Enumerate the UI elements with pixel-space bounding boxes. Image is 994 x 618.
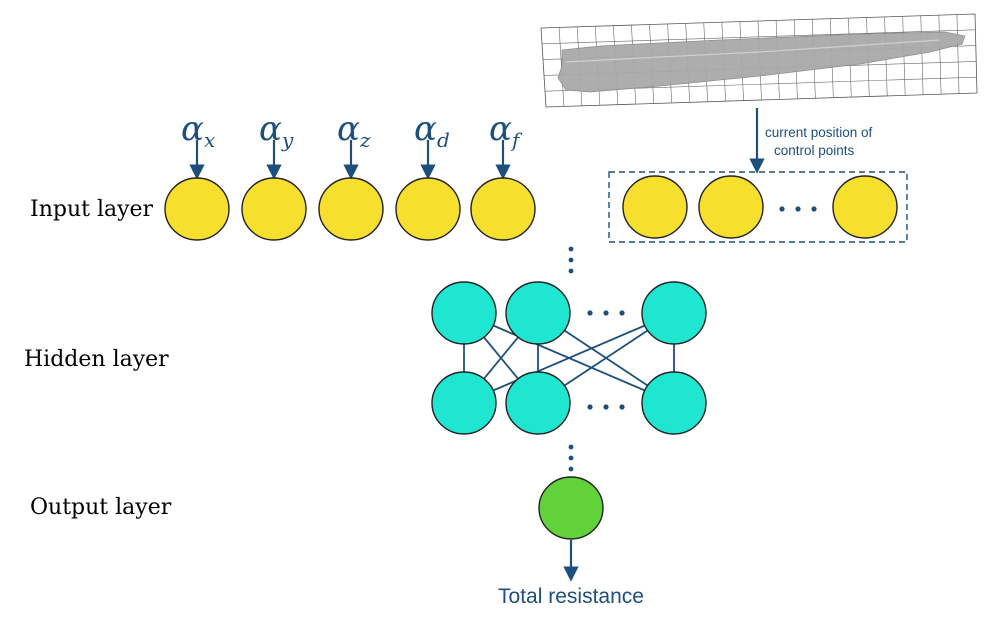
- output-label: Total resistance: [498, 585, 644, 608]
- vertical-ellipsis-hidden-output: [568, 444, 574, 472]
- ship-hull-ffd-lattice-icon: [540, 13, 978, 108]
- control-point-node: [622, 175, 688, 239]
- output-node: [538, 476, 604, 540]
- input-subscript: f: [510, 128, 523, 152]
- input-node: [395, 177, 461, 241]
- hidden-nodes: [431, 281, 707, 435]
- vertical-ellipsis-input-hidden: [568, 246, 574, 274]
- hidden-node: [641, 371, 707, 435]
- input-arrows: [189, 140, 511, 180]
- input-symbol: α: [337, 109, 360, 149]
- hidden-connections: [463, 312, 675, 404]
- hidden-ellipsis: [587, 310, 625, 410]
- output-layer-label: Output layer: [30, 495, 172, 520]
- hidden-node: [505, 371, 571, 435]
- control-points-ellipsis: [779, 206, 817, 212]
- input-subscript: x: [204, 128, 215, 152]
- svg-text:αx: αx: [181, 109, 215, 152]
- input-symbol: α: [414, 109, 437, 149]
- input-layer-label: Input layer: [30, 197, 154, 222]
- input-symbol: α: [259, 109, 282, 149]
- svg-text:αf: αf: [489, 109, 523, 152]
- input-alpha-d: αd: [414, 109, 450, 152]
- input-node: [241, 177, 307, 241]
- control-points-caption-line-2: control points: [774, 143, 855, 158]
- control-points-box: [608, 171, 908, 243]
- hidden-node: [431, 371, 497, 435]
- control-point-node: [698, 175, 764, 239]
- input-subscript: y: [281, 128, 294, 152]
- hidden-node: [431, 281, 497, 345]
- input-alpha-f: αf: [489, 109, 523, 152]
- input-symbol: α: [181, 109, 204, 149]
- input-node: [164, 177, 230, 241]
- hidden-layer-label: Hidden layer: [24, 347, 169, 372]
- input-alpha-x: αx: [181, 109, 215, 152]
- svg-text:αd: αd: [414, 109, 450, 152]
- input-node: [318, 177, 384, 241]
- control-points-caption-line-1: current position of: [765, 125, 873, 140]
- input-nodes: [164, 177, 536, 241]
- input-subscript: z: [359, 128, 371, 152]
- control-point-nodes: [622, 175, 898, 239]
- svg-text:αy: αy: [259, 109, 294, 152]
- hidden-node: [505, 281, 571, 345]
- input-alpha-z: αz: [337, 109, 371, 152]
- control-point-node: [832, 175, 898, 239]
- input-subscript: d: [437, 128, 450, 152]
- hidden-node: [641, 281, 707, 345]
- input-node: [470, 177, 536, 241]
- svg-text:αz: αz: [337, 109, 371, 152]
- input-alpha-y: αy: [259, 109, 294, 152]
- input-symbol: α: [489, 109, 512, 149]
